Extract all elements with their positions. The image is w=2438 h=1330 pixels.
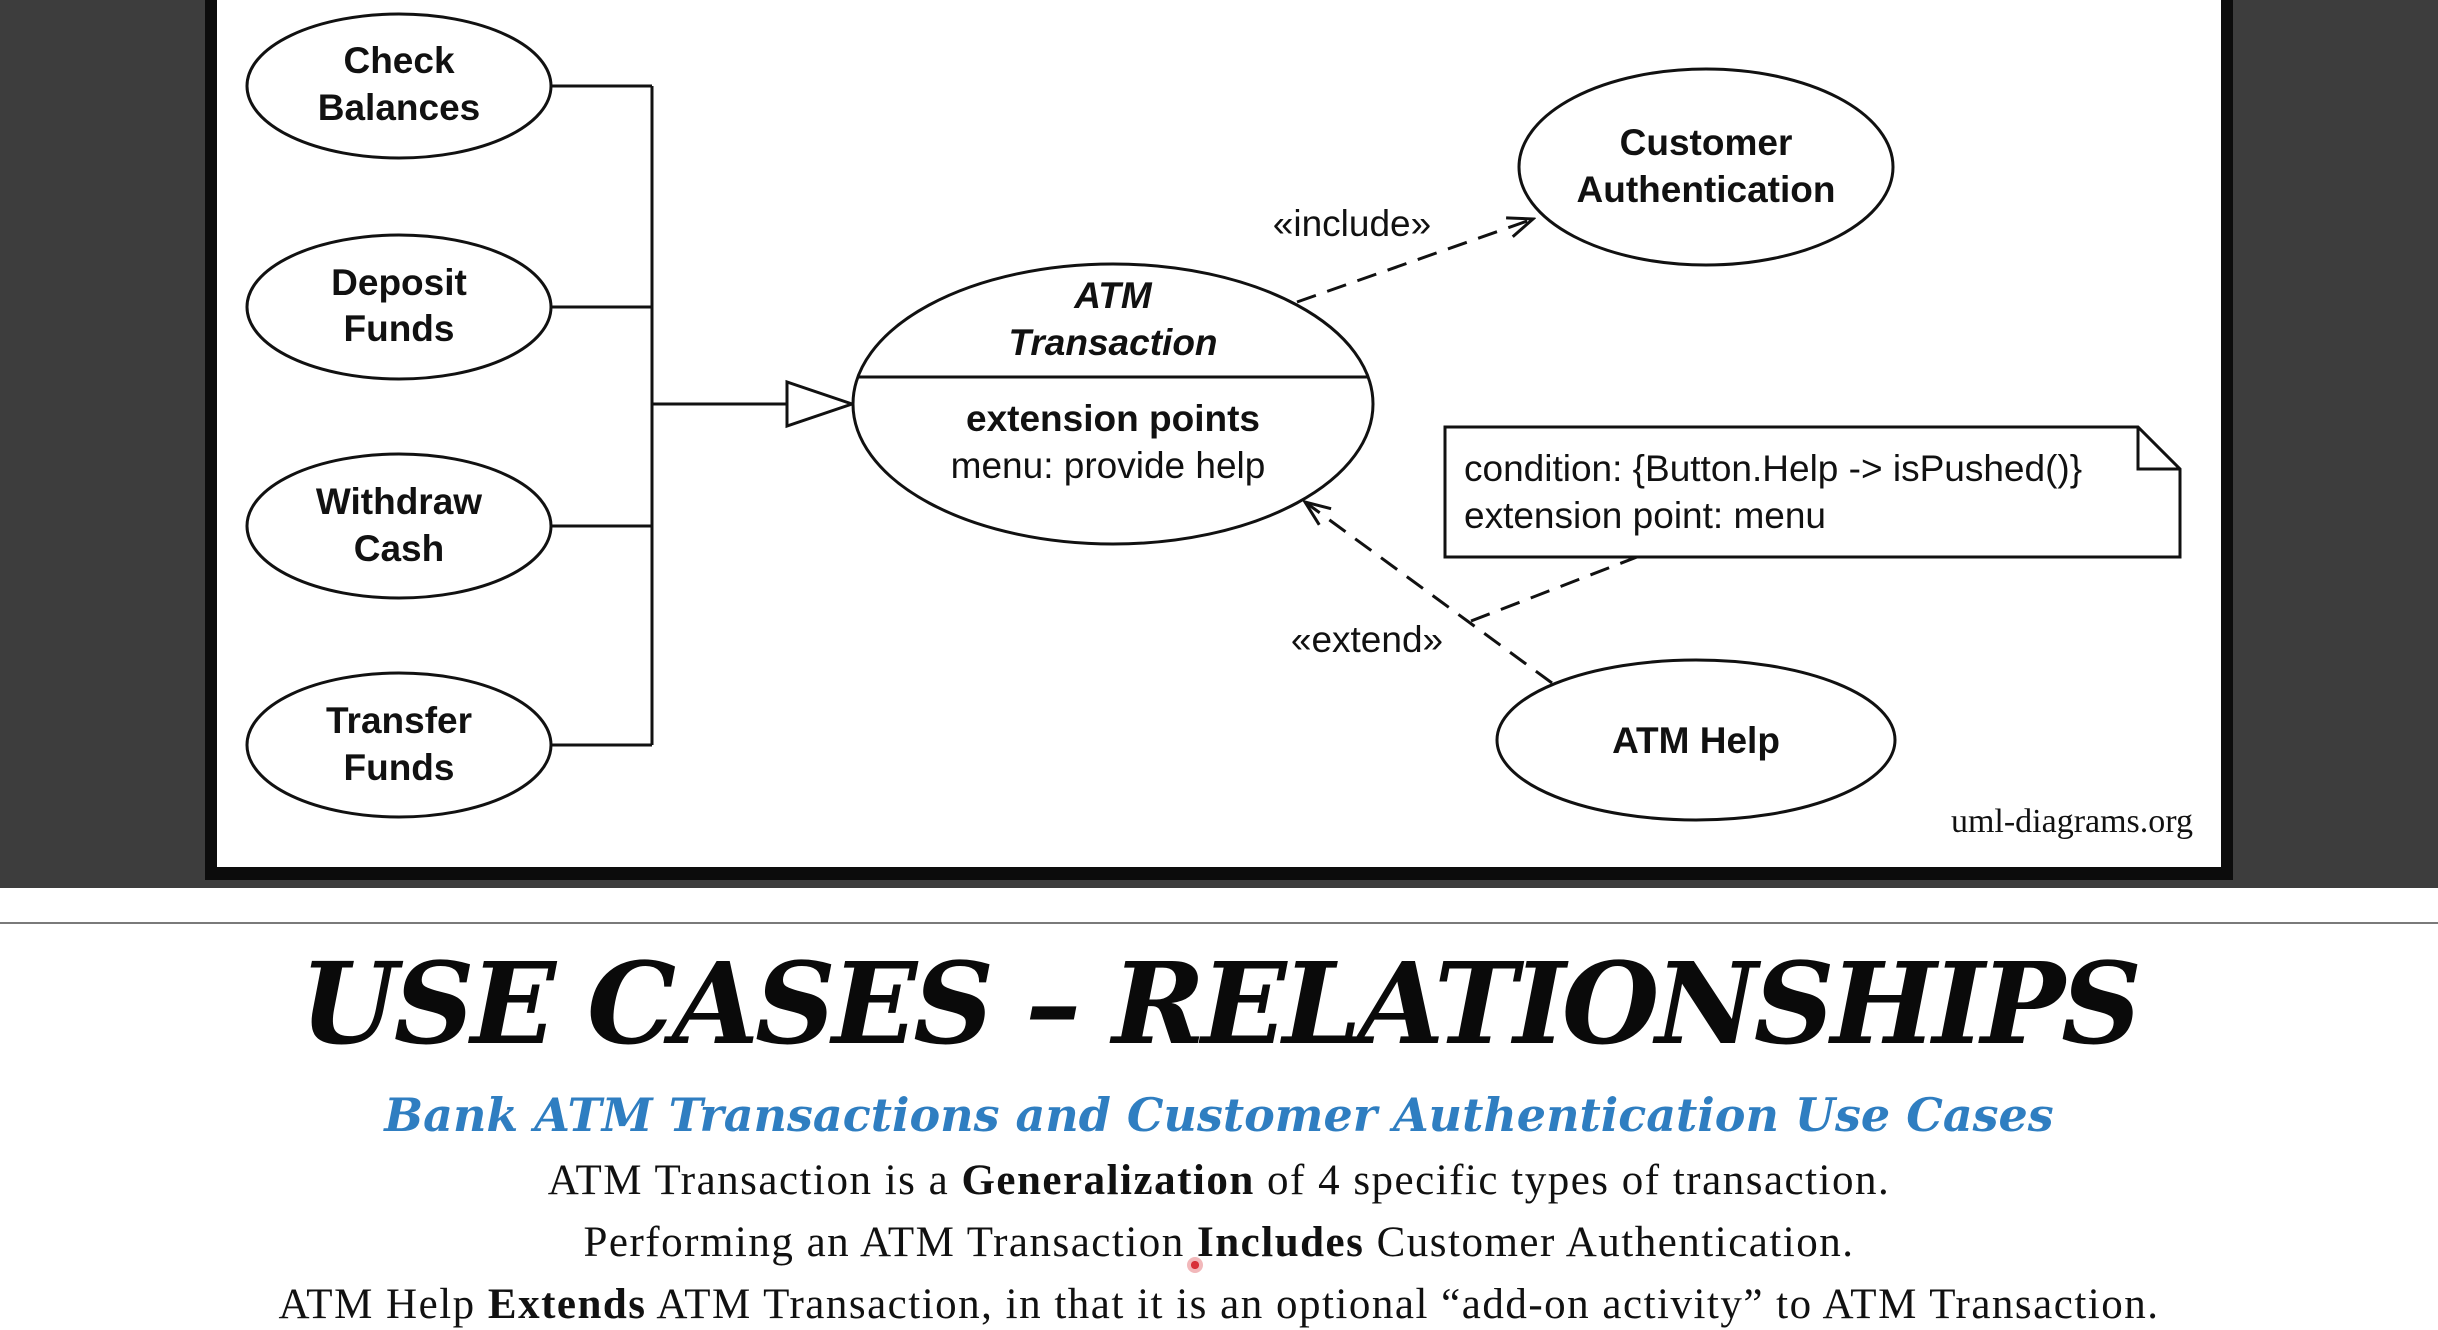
uml-use-case-diagram: Check Balances Deposit Funds Withdraw Ca…: [217, 0, 2221, 867]
atm-transaction-name-line1: ATM: [1073, 275, 1153, 316]
transfer-funds-line1: Transfer: [326, 700, 472, 741]
use-case-check-balances: Check Balances: [245, 12, 553, 160]
diagram-svg: Check Balances Deposit Funds Withdraw Ca…: [245, 12, 2182, 822]
slide-title: USE CASES – RELATIONSHIPS: [300, 939, 2142, 1070]
atm-help-label: ATM Help: [1612, 720, 1780, 761]
extend-keyword: Extends: [487, 1281, 647, 1328]
check-balances-line1: Check: [343, 40, 454, 81]
generalization-keyword: Generalization: [961, 1157, 1255, 1204]
use-case-atm-help: ATM Help: [1495, 658, 1897, 822]
deposit-funds-line1: Deposit: [331, 262, 467, 303]
note-condition-line: condition: {Button.Help -> isPushed()}: [1464, 448, 2082, 489]
customer-authentication-line2: Authentication: [1577, 169, 1836, 210]
note-folded-corner: [2136, 427, 2180, 471]
use-case-withdraw-cash: Withdraw Cash: [245, 452, 553, 600]
include-dependency-arrow: [1296, 219, 1533, 304]
generalization-connectors: [551, 84, 787, 747]
deposit-funds-line2: Funds: [344, 308, 455, 349]
include-keyword: Includes: [1197, 1219, 1365, 1266]
use-case-transfer-funds: Transfer Funds: [245, 671, 553, 819]
pointer-cursor-indicator: [1187, 1257, 1203, 1273]
extend-sentence-start: ATM Help: [278, 1281, 488, 1328]
generalization-sentence: ATM Transaction is a Generalization of 4…: [0, 1152, 2438, 1210]
withdraw-cash-line2: Cash: [354, 528, 444, 569]
slide-divider: [0, 922, 2438, 924]
include-sentence-end: Customer Authentication.: [1364, 1219, 1855, 1266]
generalization-arrowhead: [785, 379, 857, 429]
atm-transaction-name-line2: Transaction: [1008, 322, 1217, 363]
diagram-credit: uml-diagrams.org: [1950, 803, 2193, 840]
extend-dependency-arrow: [1305, 502, 1553, 685]
include-stereotype: «include»: [1273, 203, 1431, 244]
extension-point-menu: menu: provide help: [951, 445, 1266, 486]
note-extension-point-line: extension point: menu: [1464, 495, 1826, 536]
transfer-funds-line2: Funds: [344, 747, 455, 788]
slide-subtitle: Bank ATM Transactions and Customer Authe…: [384, 1088, 2054, 1142]
condition-note: condition: {Button.Help -> isPushed()} e…: [1443, 425, 2182, 559]
generalization-sentence-end: of 4 specific types of transaction.: [1254, 1157, 1891, 1204]
use-case-deposit-funds: Deposit Funds: [245, 233, 553, 381]
extend-stereotype: «extend»: [1291, 619, 1443, 660]
withdraw-cash-line1: Withdraw: [316, 481, 482, 522]
extend-sentence-end: ATM Transaction, in that it is an option…: [646, 1281, 2160, 1328]
extend-sentence: ATM Help Extends ATM Transaction, in tha…: [0, 1276, 2438, 1330]
use-case-atm-transaction: ATM Transaction extension points menu: p…: [851, 262, 1375, 546]
check-balances-line2: Balances: [318, 87, 481, 128]
use-case-customer-authentication: Customer Authentication: [1517, 67, 1895, 267]
include-sentence: Performing an ATM Transaction Includes C…: [0, 1214, 2438, 1272]
customer-authentication-line1: Customer: [1620, 122, 1793, 163]
extension-points-title: extension points: [966, 398, 1260, 439]
note-anchor-line: [1470, 555, 1638, 623]
include-sentence-start: Performing an ATM Transaction: [583, 1219, 1198, 1266]
generalization-sentence-start: ATM Transaction is a: [547, 1157, 962, 1204]
